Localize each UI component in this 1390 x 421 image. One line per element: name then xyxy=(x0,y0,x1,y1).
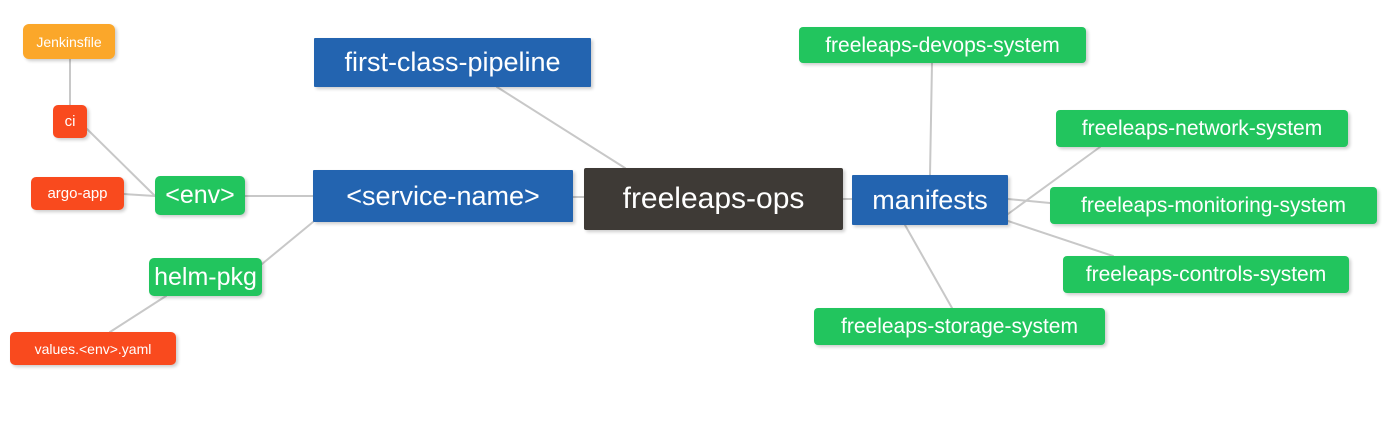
node-freeleaps-network-system[interactable]: freeleaps-network-system xyxy=(1056,110,1348,147)
node-env[interactable]: <env> xyxy=(155,176,245,215)
node-values-yaml[interactable]: values.<env>.yaml xyxy=(10,332,176,365)
edge-manifests-to-freeleaps-storage-system xyxy=(904,224,953,309)
node-jenkinsfile[interactable]: Jenkinsfile xyxy=(23,24,115,59)
node-manifests[interactable]: manifests xyxy=(852,175,1008,225)
node-freeleaps-devops-system[interactable]: freeleaps-devops-system xyxy=(799,27,1086,63)
node-ci[interactable]: ci xyxy=(53,105,87,138)
edge-service-name-to-helm-pkg xyxy=(261,221,314,265)
edge-manifests-to-freeleaps-controls-system xyxy=(1007,220,1114,257)
node-freeleaps-ops[interactable]: freeleaps-ops xyxy=(584,168,843,230)
edge-manifests-to-freeleaps-devops-system xyxy=(929,62,933,176)
node-first-class-pipeline[interactable]: first-class-pipeline xyxy=(314,38,591,87)
node-freeleaps-controls-system[interactable]: freeleaps-controls-system xyxy=(1063,256,1349,293)
edge-helm-pkg-to-values-yaml xyxy=(109,295,167,333)
edge-first-class-pipeline-to-freeleaps-ops xyxy=(496,86,626,169)
node-argo-app[interactable]: argo-app xyxy=(31,177,124,210)
node-freeleaps-storage-system[interactable]: freeleaps-storage-system xyxy=(814,308,1105,345)
node-helm-pkg[interactable]: helm-pkg xyxy=(149,258,262,296)
edge-argo-app-to-env xyxy=(123,193,156,197)
edge-manifests-to-freeleaps-monitoring-system xyxy=(1007,198,1051,204)
node-freeleaps-monitoring-system[interactable]: freeleaps-monitoring-system xyxy=(1050,187,1377,224)
node-service-name[interactable]: <service-name> xyxy=(313,170,573,222)
